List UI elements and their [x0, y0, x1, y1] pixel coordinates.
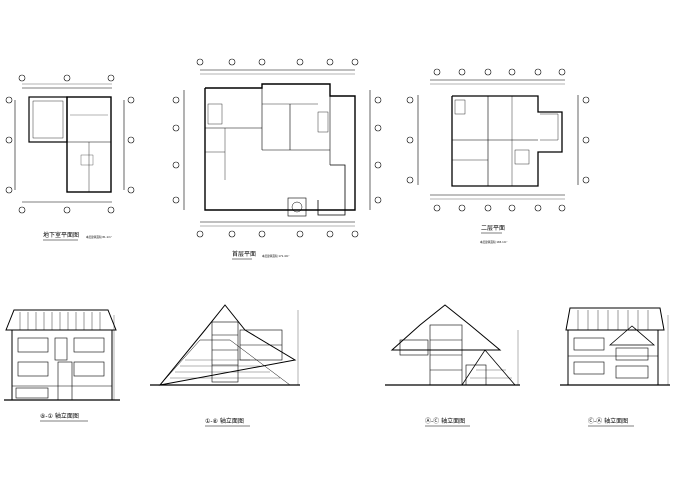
- elevation-4: [560, 307, 670, 386]
- basement-area-note: 本层建筑面积 81.1m²: [86, 235, 112, 239]
- second-plan-title: 二层平面: [481, 225, 505, 232]
- elevation-2-title: ①-⑧ 轴立面图: [205, 417, 244, 425]
- elevation-1: [4, 309, 120, 401]
- ground-plan: [172, 58, 382, 238]
- elevation-2: [150, 304, 300, 386]
- elevation-4-title: Ⓒ-Ⓐ 轴立面图: [588, 417, 628, 425]
- elevation-3-title: Ⓐ-Ⓒ 轴立面图: [425, 417, 465, 425]
- basement-plan: [5, 74, 135, 214]
- basement-plan-title: 地下室平面图: [43, 231, 79, 239]
- elevation-3: [385, 304, 520, 386]
- ground-area-note: 本层建筑面积 171.4m²: [262, 254, 289, 258]
- ground-plan-title: 首层平面: [232, 250, 256, 258]
- second-area-note: 本层建筑面积 165.1m²: [480, 240, 507, 244]
- second-floor-plan: [406, 68, 590, 212]
- elevation-1-title: ⑧-① 轴立面图: [40, 412, 79, 420]
